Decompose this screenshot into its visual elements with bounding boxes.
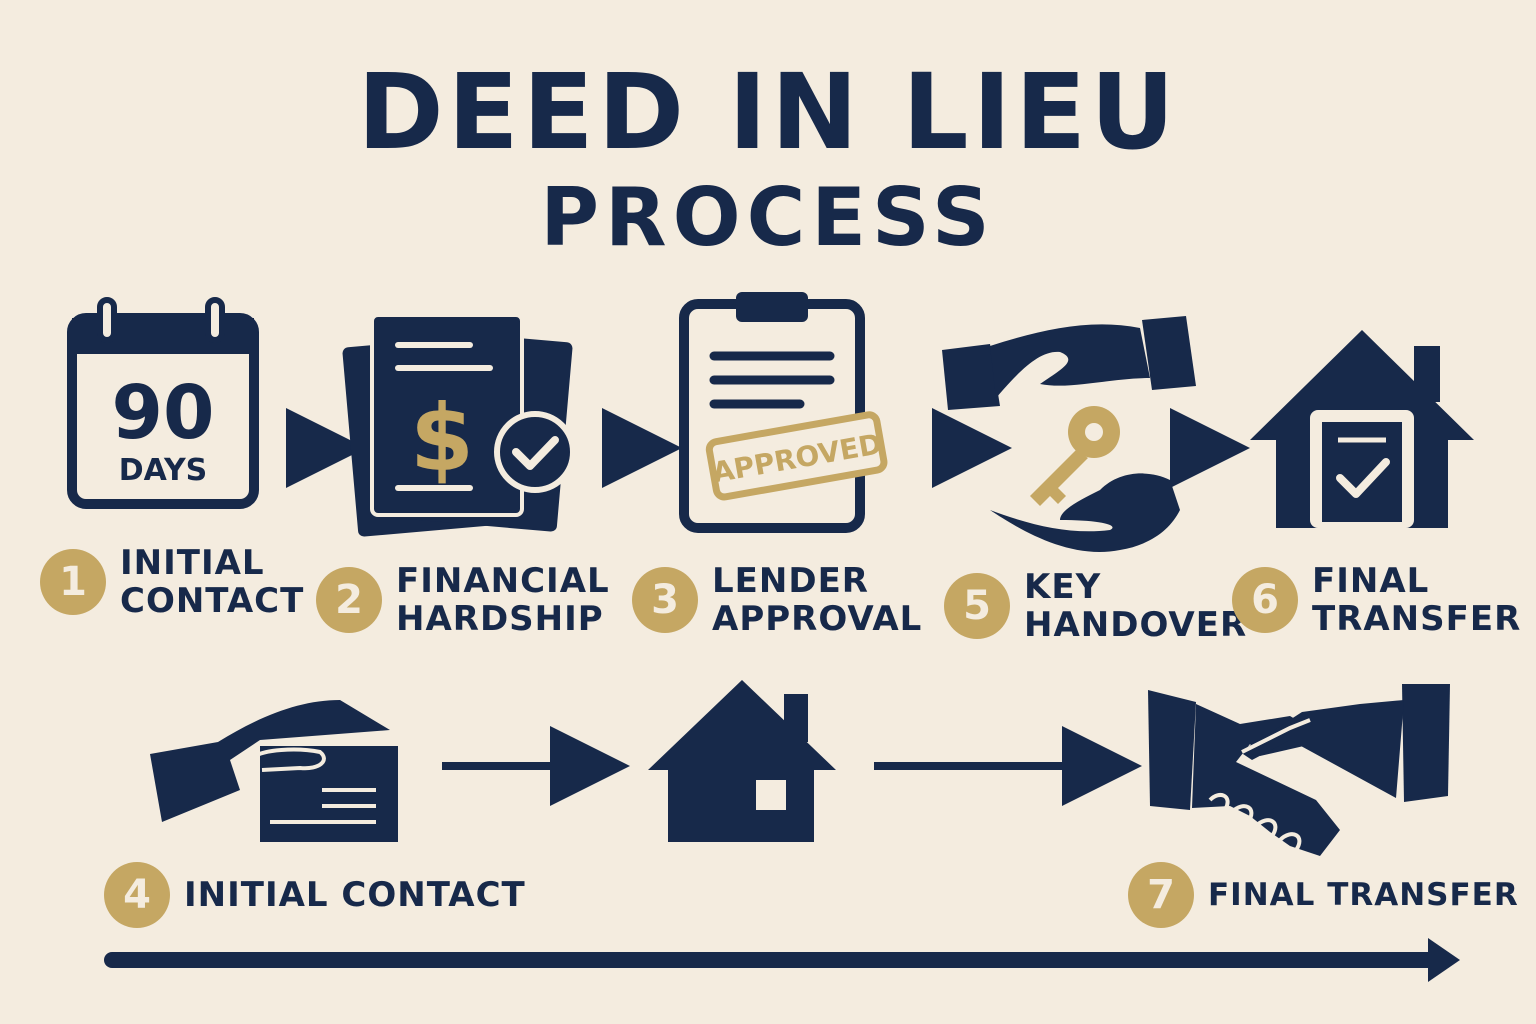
house-check-icon <box>1250 330 1474 528</box>
step-label: INITIAL CONTACT <box>120 543 305 621</box>
handshake-icon <box>1148 684 1450 856</box>
calendar-icon: 90 DAYS <box>67 297 259 509</box>
step-6: 6 FINAL TRANSFER <box>1232 562 1521 638</box>
step-4: 4 INITIAL CONTACT <box>104 862 526 928</box>
step-label: FINAL TRANSFER <box>1208 877 1519 913</box>
step-number-badge: 5 <box>944 573 1010 639</box>
step-label: LENDER APPROVAL <box>712 561 923 639</box>
calendar-unit: DAYS <box>119 453 208 488</box>
hand-card-icon <box>150 700 398 842</box>
clipboard-approved-icon: APPROVED <box>679 292 888 533</box>
house-icon <box>648 680 836 842</box>
step-label: KEY HANDOVER <box>1024 567 1248 645</box>
step-3: 3 LENDER APPROVAL <box>632 562 922 638</box>
step-number-badge: 6 <box>1232 567 1298 633</box>
calendar-number: 90 <box>112 370 215 456</box>
timeline-arrow <box>104 938 1460 982</box>
step-number-badge: 4 <box>104 862 170 928</box>
step-label: FINAL TRANSFER <box>1312 561 1522 639</box>
step-5: 5 KEY HANDOVER <box>944 568 1247 644</box>
step-number-badge: 2 <box>316 567 382 633</box>
step-label: FINANCIAL HARDSHIP <box>396 561 610 639</box>
step-1: 1 INITIAL CONTACT <box>40 544 304 620</box>
step-label: INITIAL CONTACT <box>184 875 526 915</box>
page-title: DEED IN LIEU <box>357 51 1179 173</box>
step-7: 7 FINAL TRANSFER <box>1128 862 1519 928</box>
svg-text:$: $ <box>410 385 474 492</box>
key-handover-icon <box>942 316 1196 552</box>
step-number-badge: 7 <box>1128 862 1194 928</box>
step-number-badge: 1 <box>40 549 106 615</box>
step-2: 2 FINANCIAL HARDSHIP <box>316 562 610 638</box>
page-subtitle: PROCESS <box>540 171 996 264</box>
step-number-badge: 3 <box>632 567 698 633</box>
financial-documents-icon: $ <box>342 313 576 537</box>
